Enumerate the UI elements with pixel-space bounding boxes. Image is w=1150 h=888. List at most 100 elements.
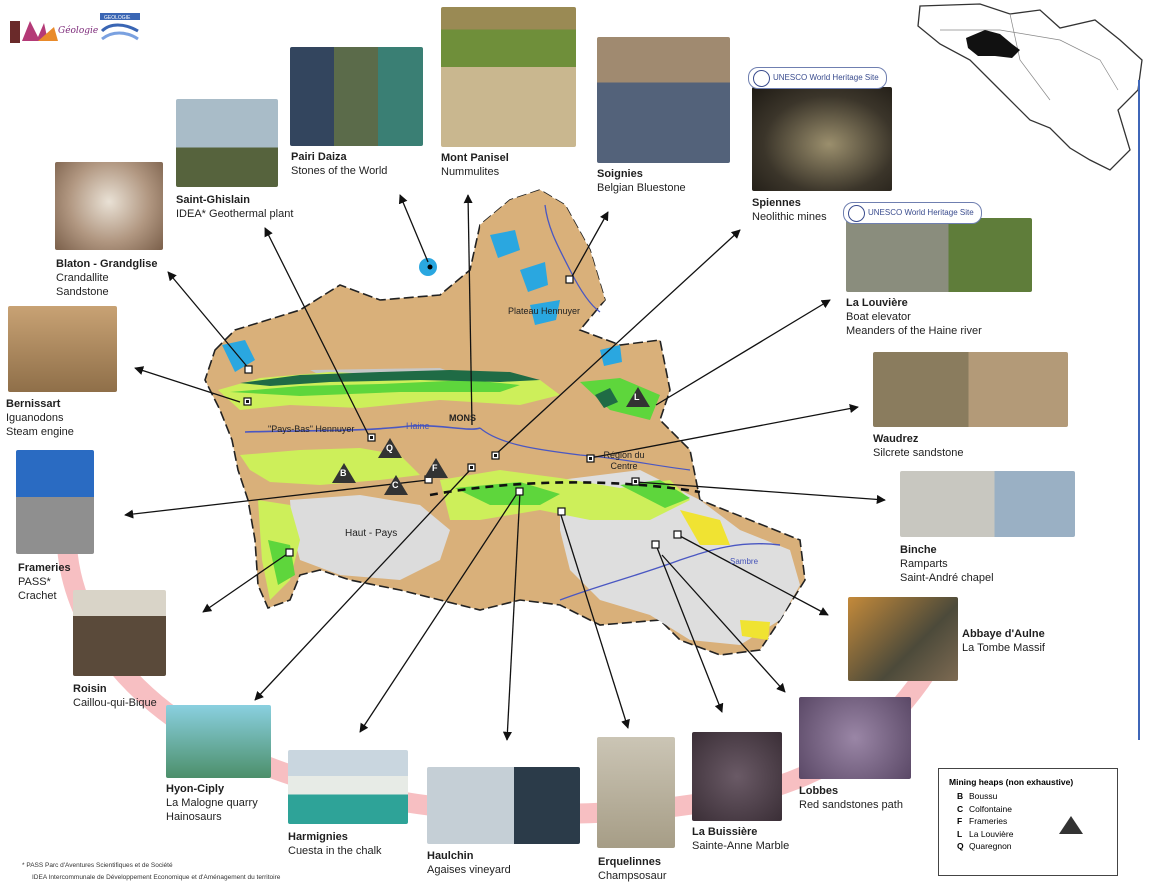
arrow-abbaye [677,534,829,616]
arrow-hyon [254,467,473,701]
logo-text: Géologie [58,26,99,36]
photo-erquelinnes [597,737,675,848]
photo-binche [900,471,1075,537]
legend-title: Mining heaps (non exhaustive) [949,777,1074,787]
geologie-logo: GEOLOGIE [100,13,140,49]
photo-spiennes [752,87,892,191]
photo-saint-ghislain [176,99,278,187]
photo-pairi-daiza [290,47,423,146]
photo-abbaye [848,597,958,681]
unesco-badge-la-louviere: UNESCO World Heritage Site [843,202,982,224]
label-sambre: Sambre [730,557,759,566]
footnote-pass: * PASS Parc d'Aventures Scientifiques et… [22,862,173,869]
unesco-badge-spiennes: UNESCO World Heritage Site [748,67,887,89]
label-haine: Haine [406,421,430,431]
label-plateau-hennuyer: Plateau Hennuyer [508,306,581,316]
photo-bernissart [8,306,117,392]
arrow-frameries [124,479,429,519]
photo-la-buissiere [692,732,782,821]
photo-la-louviere [846,218,1032,292]
photo-roisin [73,590,166,676]
arrow-bernissart [134,366,241,403]
photo-harmignies [288,750,408,824]
label-haut-pays: Haut - Pays [345,528,398,539]
label-pays-bas-hennuyer: "Pays-Bas" Hennuyer [268,424,355,434]
arrow-saint-ghislain [264,227,371,439]
geoparc-logo [10,21,58,43]
arrow-waudrez [589,404,859,459]
unesco-emblem-icon [753,70,770,87]
label-region-centre: Région du Centre [603,450,645,471]
photo-lobbes [799,697,911,779]
haut-pays-area [290,495,450,580]
arrow-binche [635,481,886,504]
mining-heap-triangle [626,387,650,407]
mining-marker-f: F [432,463,438,473]
haine-river [244,424,481,433]
arrow-blaton [167,271,251,371]
footnote-idea: IDEA Intercommunale de Développement Eco… [32,874,281,881]
arrow-la-louviere [655,299,831,406]
sambre-river [559,542,781,601]
arrow-lobbes [661,554,786,693]
arrow-roisin [202,551,291,613]
arrow-mont-panisel [463,194,473,426]
photo-soignies [597,37,730,163]
mining-heap-triangle [332,463,356,483]
photo-frameries [16,450,94,554]
mining-marker-l: L [634,392,640,402]
photo-waudrez [873,352,1068,427]
arrow-la-buissiere [655,544,724,713]
arrow-pairi-daiza [398,194,429,263]
mining-marker-b: B [340,468,347,478]
mining-marker-q: Q [386,443,394,453]
mining-marker-c: C [392,480,399,490]
arrow-erquelinnes [559,511,630,729]
frame-edge-line [1138,80,1140,740]
arrow-harmignies [359,491,519,733]
photo-blaton [55,162,163,250]
mining-heap-triangle [378,438,402,458]
belgium-inset-outline [917,3,1143,171]
arrow-haulchin [502,491,521,741]
photo-hyon [166,705,271,778]
photo-haulchin [427,767,580,844]
arrow-soignies [569,211,609,281]
photo-mont-panisel [441,7,576,147]
belgium-inset-hainaut [966,30,1020,58]
mining-heap-triangle-icon [1059,816,1083,834]
mining-heap-triangle [424,458,448,478]
mining-heap-triangle [384,475,408,495]
unesco-emblem-icon [848,205,865,222]
svg-text:GEOLOGIE: GEOLOGIE [104,15,131,21]
label-mons: MONS [449,413,476,423]
arrow-spiennes [494,229,741,456]
